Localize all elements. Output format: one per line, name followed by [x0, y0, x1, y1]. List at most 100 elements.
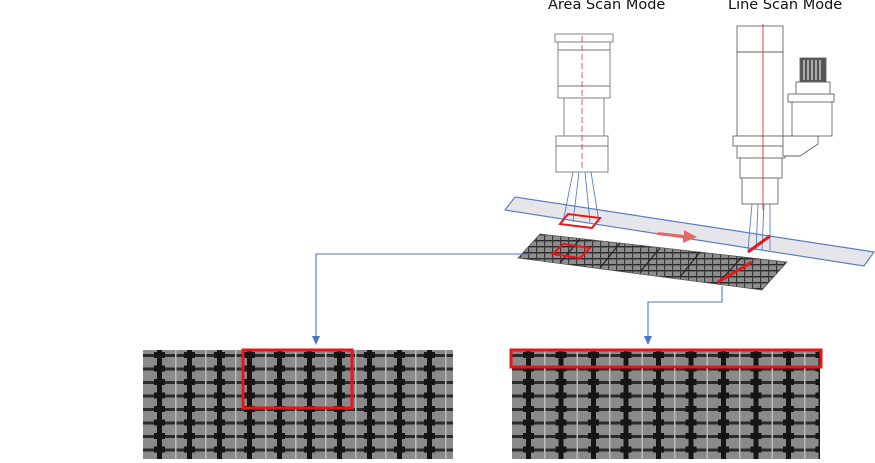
die-pad [304, 379, 315, 385]
die-pad [424, 447, 435, 453]
die-pad [621, 447, 632, 453]
die-pad [364, 352, 375, 358]
die-pad [154, 393, 165, 399]
die-pad [214, 433, 225, 439]
die-pad [523, 420, 534, 426]
die-pad [653, 406, 664, 412]
die-pad [244, 366, 255, 372]
line-callout-arrow [644, 286, 722, 345]
die-divider [325, 350, 327, 459]
die-pad [588, 379, 599, 385]
die-pad [334, 433, 345, 439]
die-pad [304, 393, 315, 399]
die-pad [751, 420, 762, 426]
die-divider [415, 350, 417, 459]
die-pad [653, 447, 664, 453]
line-scan-camera-icon [733, 24, 834, 210]
die-pad [653, 433, 664, 439]
die-pad [718, 447, 729, 453]
die-pad [523, 393, 534, 399]
die-divider [385, 350, 387, 459]
die-pad [334, 420, 345, 426]
die-pad [214, 366, 225, 372]
die-pad [718, 433, 729, 439]
die-pad [718, 379, 729, 385]
die-pad [556, 406, 567, 412]
die-pad [588, 352, 599, 358]
die-pad [783, 447, 794, 453]
die-divider [837, 350, 839, 459]
die-pad [523, 379, 534, 385]
die-pad [244, 393, 255, 399]
die-pad [751, 352, 762, 358]
die-pad [154, 352, 165, 358]
die-pad [364, 433, 375, 439]
die-pad [364, 406, 375, 412]
die-pad [364, 447, 375, 453]
die-pad [686, 352, 697, 358]
die-pad [556, 379, 567, 385]
die-divider [445, 350, 447, 459]
die-pad [783, 420, 794, 426]
die-pad [653, 393, 664, 399]
die-pad [304, 366, 315, 372]
die-pad [588, 393, 599, 399]
die-pad [816, 406, 827, 412]
die-pad [244, 433, 255, 439]
die-pad [621, 406, 632, 412]
die-pad [364, 393, 375, 399]
die-pad [751, 393, 762, 399]
die-pad [334, 379, 345, 385]
die-pad [653, 420, 664, 426]
area-scan-mode-label: Area Scan Mode [548, 0, 665, 13]
die-pad [816, 447, 827, 453]
die-pad [154, 379, 165, 385]
die-pad [394, 447, 405, 453]
die-pad [364, 420, 375, 426]
die-pad [621, 393, 632, 399]
die-pad [424, 406, 435, 412]
area-scan-camera-icon [555, 34, 613, 172]
die-pad [523, 406, 534, 412]
die-pad [783, 379, 794, 385]
die-divider [355, 350, 357, 459]
die-pad [588, 447, 599, 453]
die-pad [424, 393, 435, 399]
die-divider [175, 350, 177, 459]
die-pad [364, 379, 375, 385]
die-pad [184, 379, 195, 385]
die-pad [394, 433, 405, 439]
die-pad [718, 352, 729, 358]
die-pad [214, 393, 225, 399]
die-pad [154, 433, 165, 439]
die-pad [154, 406, 165, 412]
die-pad [816, 433, 827, 439]
die-pad [588, 406, 599, 412]
die-pad [304, 447, 315, 453]
die-pad [686, 379, 697, 385]
die-pad [154, 366, 165, 372]
die-pad [424, 379, 435, 385]
die-pad [588, 433, 599, 439]
die-pad [751, 379, 762, 385]
die-pad [304, 352, 315, 358]
die-pad [718, 406, 729, 412]
die-pad [718, 420, 729, 426]
die-pad [334, 352, 345, 358]
die-pad [783, 393, 794, 399]
line-scan-mode-label: Line Scan Mode [728, 0, 842, 13]
die-pad [523, 433, 534, 439]
die-pad [588, 420, 599, 426]
die-pad [424, 366, 435, 372]
die-pad [783, 406, 794, 412]
die-pad [686, 393, 697, 399]
die-pad [214, 406, 225, 412]
die-divider [235, 350, 237, 459]
die-pad [244, 447, 255, 453]
die-pad [621, 420, 632, 426]
die-pad [244, 352, 255, 358]
die-pad [816, 420, 827, 426]
die-pad [214, 420, 225, 426]
die-pad [214, 352, 225, 358]
